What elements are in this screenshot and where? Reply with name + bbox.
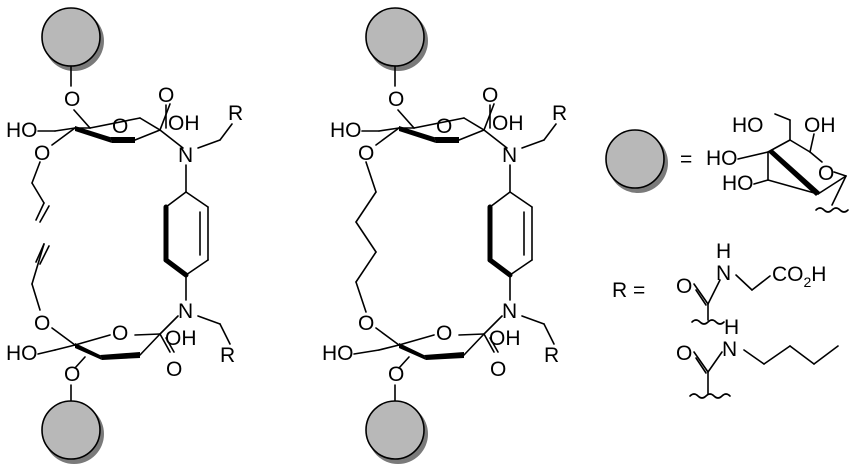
pyranose-ring-lower-middle (378, 333, 485, 360)
butyl-nh-h: H (724, 316, 739, 339)
acid-hydroxyl-middle: OH (492, 112, 524, 135)
r-option-glycine: O H N CO2H (676, 240, 826, 325)
mannose-ch2oh: HO (732, 114, 764, 137)
sphere-top-middle (365, 7, 428, 71)
hydroxyl-label: HO (6, 119, 38, 142)
benzene-ring-middle (487, 191, 533, 278)
linker-oxygen-lower: O (358, 312, 374, 335)
ring-oxygen-middle: O (436, 115, 452, 138)
acid-hydroxyl-lower: OH (165, 327, 197, 350)
hydroxyl-label-middle: HO (330, 119, 362, 142)
ring-oxygen-middle-lower: O (436, 322, 452, 345)
ring-oxygen-lower: O (112, 322, 128, 345)
middle-structure: O O HO O OH O O N R (322, 7, 567, 464)
glycine-carbonyl-oxygen: O (676, 275, 692, 298)
sphere-bottom-left (41, 400, 104, 464)
carbonyl-oxygen-lower: O (166, 358, 182, 381)
ring-oxygen: O (112, 115, 128, 138)
mannose-ring (767, 139, 847, 196)
legend-equals: = (680, 148, 692, 171)
r-option-butyl: O H N (676, 316, 839, 399)
glycine-nh-n: N (716, 262, 731, 285)
r-legend: R = O H N CO2H O H N (612, 240, 839, 399)
r-group-middle-lower: R (544, 344, 559, 367)
glycine-nh-h: H (716, 240, 731, 263)
mannose-ho-low: HO (722, 172, 754, 195)
allyl-oxygen-lower: O (34, 312, 50, 335)
mannose-oh-top: OH (804, 114, 836, 137)
amide-nitrogen: N (178, 144, 193, 167)
carbonyl-oxygen-middle-lower: O (490, 358, 506, 381)
r-group: R (228, 102, 243, 125)
sphere-legend: = O HO OH HO HO (605, 113, 849, 213)
amide-nitrogen-middle: N (502, 144, 517, 167)
glycosidic-oxygen-middle: O (388, 88, 404, 111)
left-structure: O O HO O OH O N R (6, 7, 243, 464)
r-group-lower: R (220, 344, 235, 367)
r-equals: R = (612, 279, 645, 302)
glycosidic-oxygen-lower: O (64, 363, 80, 386)
glycine-co2h: CO2H (772, 263, 826, 290)
acid-hydroxyl: OH (168, 112, 200, 135)
r-group-middle: R (552, 102, 567, 125)
sphere-bottom-middle (365, 400, 428, 464)
sphere-top-left (41, 7, 104, 71)
carbonyl-oxygen-middle: O (482, 84, 498, 107)
acid-hydroxyl-middle-lower: OH (489, 327, 521, 350)
linker-oxygen-upper: O (358, 142, 374, 165)
legend-sphere (605, 129, 668, 193)
mannose-ring-oxygen: O (818, 162, 834, 185)
benzene-ring-left (163, 191, 209, 278)
butyl-nh-n: N (722, 338, 737, 361)
glycosidic-oxygen-middle-lower: O (388, 363, 404, 386)
amide-nitrogen-middle-lower: N (502, 300, 517, 323)
allyl-oxygen: O (34, 142, 50, 165)
butyl-carbonyl-oxygen: O (676, 342, 692, 365)
mannose-ho-mid: HO (706, 147, 738, 170)
hydroxyl-label-lower: HO (6, 342, 38, 365)
carbonyl-oxygen: O (158, 84, 174, 107)
amide-nitrogen-lower: N (178, 300, 193, 323)
hydroxyl-label-middle-lower: HO (322, 342, 354, 365)
pyranose-ring-lower-left (54, 333, 161, 360)
glycosidic-oxygen: O (64, 88, 80, 111)
pyranose-ring-upper-middle (398, 117, 485, 143)
pyranose-ring-upper-left (74, 117, 161, 143)
